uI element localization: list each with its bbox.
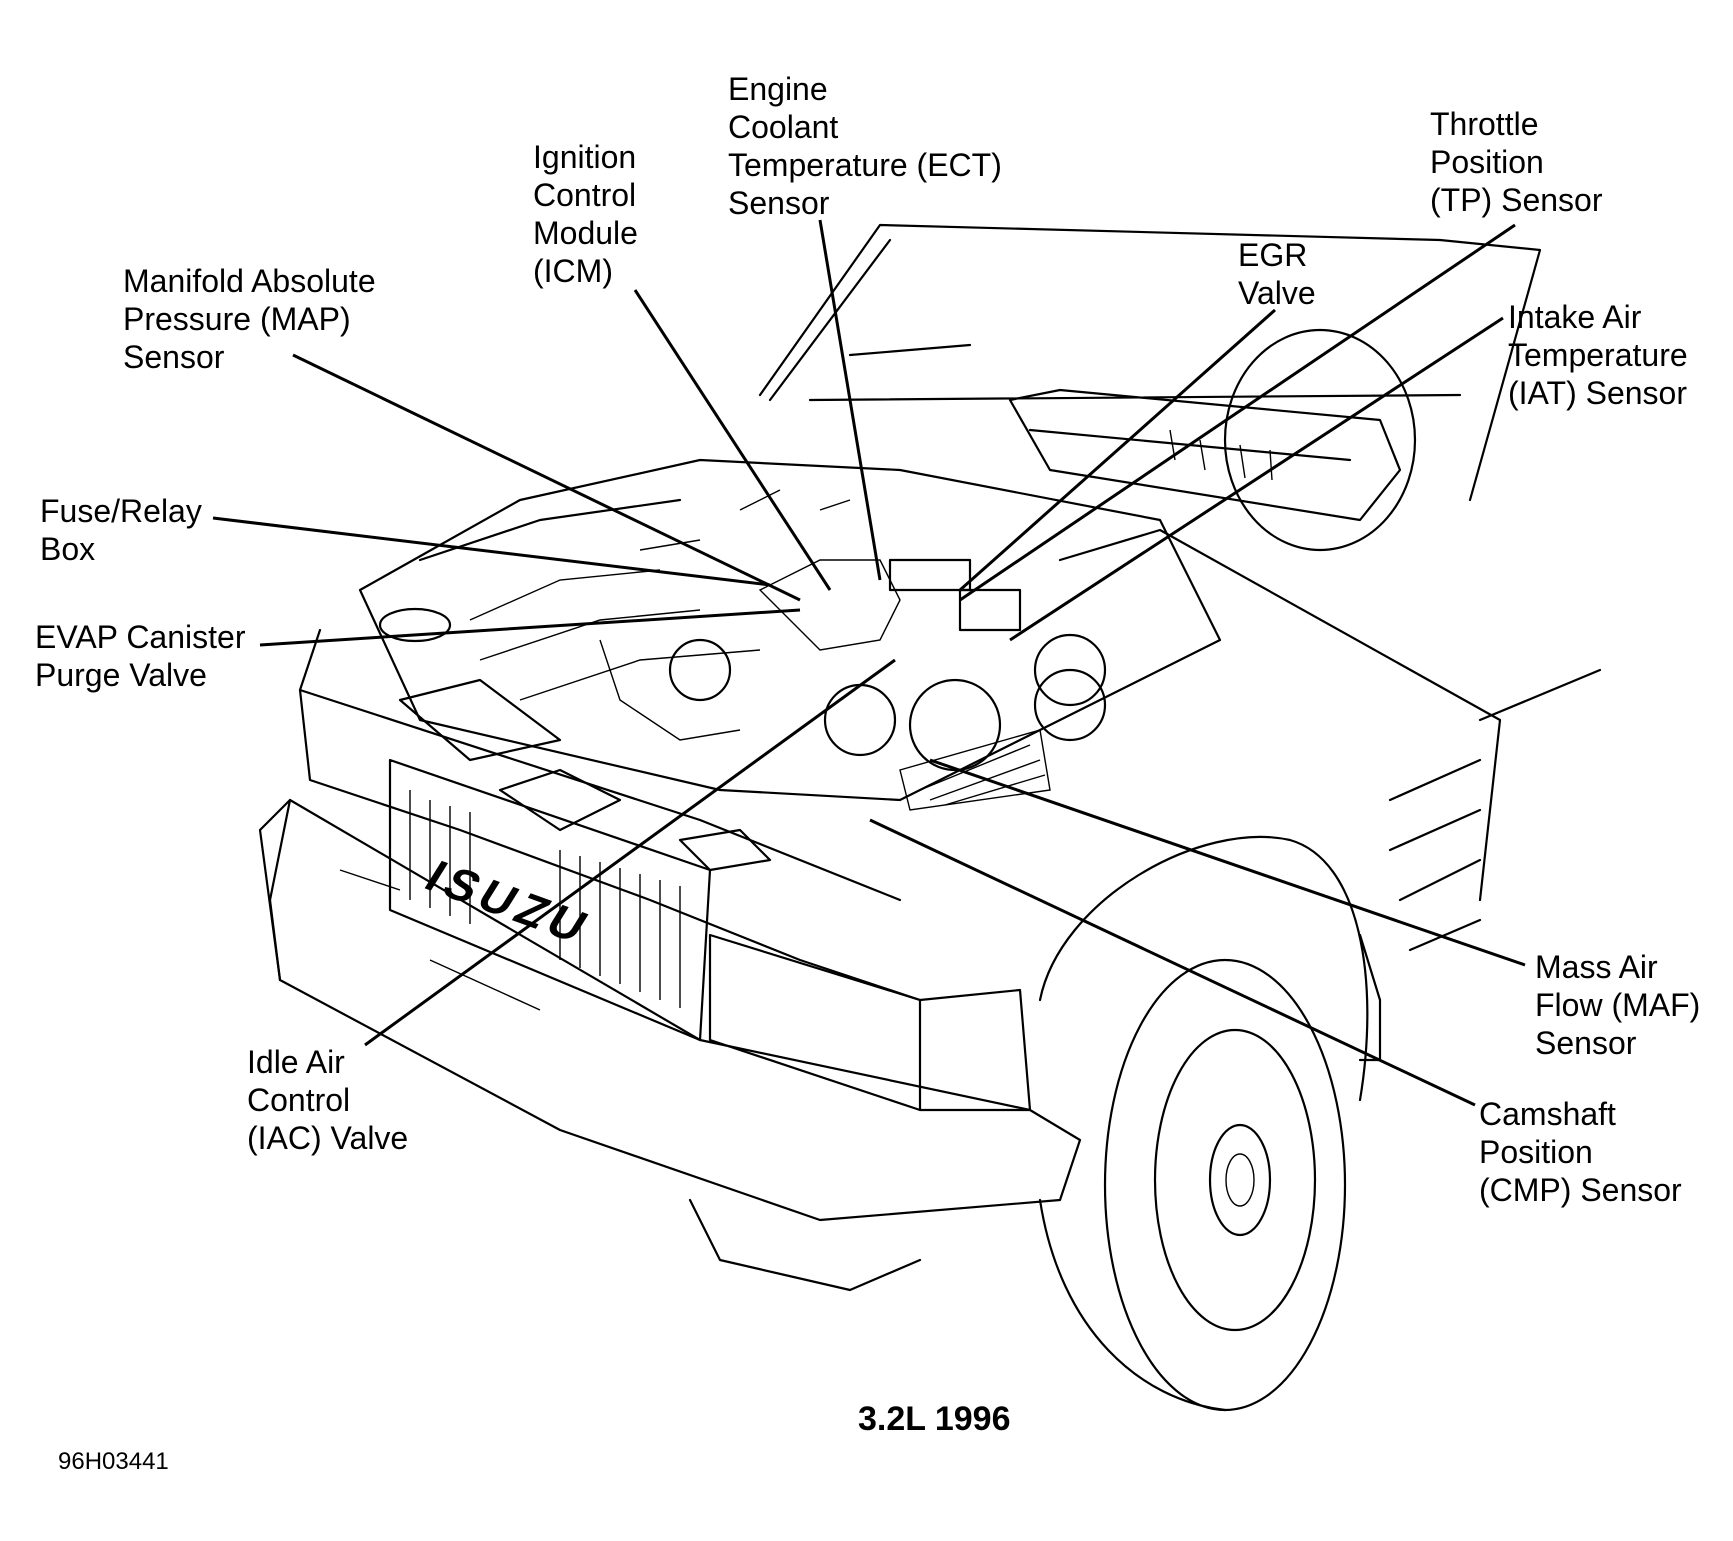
label-fuse-relay-box: Fuse/Relay Box [40,492,202,568]
label-map: Manifold Absolute Pressure (MAP) Sensor [123,262,376,376]
label-cmp-line-3: (CMP) Sensor [1479,1172,1682,1208]
diagram-caption: 3.2L 1996 [858,1400,1011,1438]
leader-tp [959,223,1516,602]
label-iac-line-1: Idle Air [247,1044,345,1080]
label-maf-line-2: Flow (MAF) [1535,987,1701,1023]
label-evap-line-1: EVAP Canister [35,619,246,655]
label-tp-line-1: Throttle [1430,106,1539,142]
label-icm-line-2: Control [533,177,637,213]
front-wheel [1038,835,1369,1412]
figure-id: 96H03441 [58,1448,169,1475]
leader-egr [959,308,1276,592]
leader-cmp [869,818,1476,1107]
label-map-line-3: Sensor [123,339,225,375]
label-tp-line-3: (TP) Sensor [1430,182,1603,218]
leader-icm [633,289,832,591]
label-tp-line-2: Position [1430,144,1544,180]
leader-iac [364,658,896,1047]
label-cmp-line-2: Position [1479,1134,1593,1170]
leader-evap [259,608,801,647]
label-iat: Intake Air Temperature (IAT) Sensor [1508,298,1688,412]
front-end [258,628,1082,1292]
label-evap-line-2: Purge Valve [35,657,207,693]
label-cmp: Camshaft Position (CMP) Sensor [1479,1095,1682,1209]
label-iat-line-3: (IAT) Sensor [1508,375,1687,411]
label-icm-line-4: (ICM) [533,253,613,289]
label-maf-line-1: Mass Air [1535,949,1658,985]
label-ect-line-4: Sensor [728,185,830,221]
label-icm-line-1: Ignition [533,139,637,175]
leader-iat [1009,316,1504,642]
leader-fuse [212,516,771,587]
label-ect: Engine Coolant Temperature (ECT) Sensor [728,70,1002,222]
label-ect-line-1: Engine [728,71,828,107]
label-tp: Throttle Position (TP) Sensor [1430,105,1602,219]
label-icm-line-3: Module [533,215,638,251]
label-iac-line-2: Control [247,1082,351,1118]
label-ect-line-3: Temperature (ECT) [728,147,1002,183]
label-maf: Mass Air Flow (MAF) Sensor [1535,948,1700,1062]
label-egr: EGR Valve [1238,236,1316,312]
label-iat-line-1: Intake Air [1508,299,1642,335]
label-map-line-1: Manifold Absolute [123,263,376,299]
label-maf-line-3: Sensor [1535,1025,1637,1061]
label-map-line-2: Pressure (MAP) [123,301,351,337]
engine-bay [358,458,1222,811]
label-cmp-line-1: Camshaft [1479,1096,1616,1132]
label-fuse-line-1: Fuse/Relay [40,493,202,529]
leader-ect [818,219,882,581]
label-iac-line-3: (IAC) Valve [247,1120,409,1156]
label-egr-line-1: EGR [1238,237,1308,273]
label-iac: Idle Air Control (IAC) Valve [247,1043,408,1157]
leader-maf [929,758,1526,967]
body-right-side [1058,528,1602,1062]
label-ect-line-2: Coolant [728,109,839,145]
label-iat-line-2: Temperature [1508,337,1688,373]
label-evap: EVAP Canister Purge Valve [35,618,245,694]
leader-map [292,353,801,602]
label-icm: Ignition Control Module (ICM) [533,138,638,290]
label-egr-line-2: Valve [1238,275,1316,311]
label-fuse-line-2: Box [40,531,96,567]
